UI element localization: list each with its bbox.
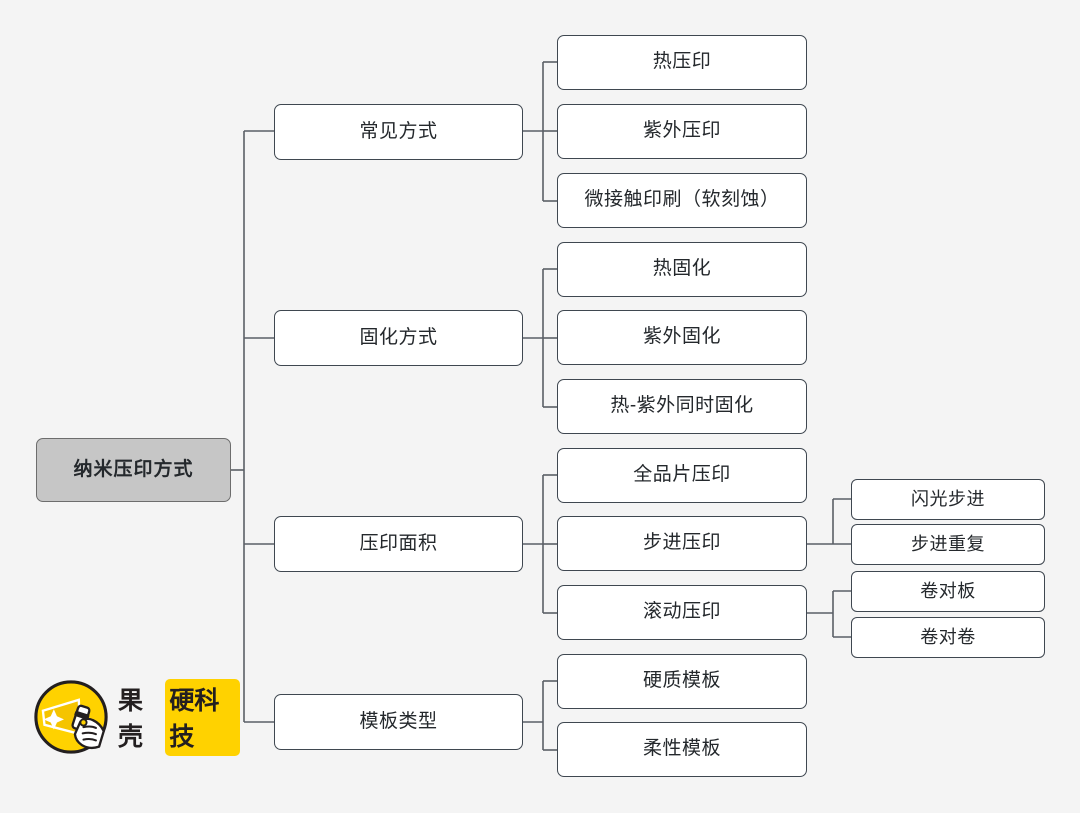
leaf-node-label: 热压印 [652,51,712,73]
leaf-node-thermal-imprint[interactable]: 热压印 [557,35,807,90]
leaf-node-roll-to-roll[interactable]: 卷对卷 [851,617,1045,658]
brand-sub-badge: 硬科技 [165,678,240,756]
leaf-node-label: 柔性模板 [642,738,721,760]
leaf-node-flexible-template[interactable]: 柔性模板 [557,722,807,777]
leaf-node-label: 闪光步进 [911,488,985,509]
leaf-node-thermal-curing[interactable]: 热固化 [557,242,807,297]
branch-node-label: 常见方式 [359,120,438,142]
flashlight-hand-circle-icon [34,680,108,754]
leaf-node-microcontact-printing[interactable]: 微接触印刷（软刻蚀） [557,173,807,228]
leaf-node-label: 微接触印刷（软刻蚀） [584,189,780,211]
brand-name: 果壳 [118,687,144,751]
leaf-node-roll-imprint[interactable]: 滚动压印 [557,585,807,640]
leaf-node-label: 步进重复 [911,533,985,554]
leaf-node-step-imprint[interactable]: 步进压印 [557,516,807,571]
leaf-node-label: 热固化 [652,258,712,280]
leaf-node-rigid-template[interactable]: 硬质模板 [557,654,807,709]
leaf-node-label: 步进压印 [642,532,721,554]
leaf-node-flash-step[interactable]: 闪光步进 [851,479,1045,520]
branch-node-imprint-area[interactable]: 压印面积 [274,516,523,572]
leaf-node-label: 紫外压印 [642,120,721,142]
leaf-node-uv-imprint[interactable]: 紫外压印 [557,104,807,159]
branch-node-template-type[interactable]: 模板类型 [274,694,523,750]
root-node-label: 纳米压印方式 [73,458,194,480]
brand-watermark: 果壳 硬科技 [32,676,240,758]
leaf-node-label: 硬质模板 [642,670,721,692]
branch-node-label: 模板类型 [359,710,438,732]
brand-wordmark: 果壳 硬科技 [118,678,240,756]
leaf-node-roll-to-plate[interactable]: 卷对板 [851,571,1045,612]
leaf-node-uv-curing[interactable]: 紫外固化 [557,310,807,365]
leaf-node-thermal-uv-curing[interactable]: 热-紫外同时固化 [557,379,807,434]
branch-node-label: 压印面积 [359,532,438,554]
leaf-node-label: 卷对卷 [920,626,976,647]
root-node[interactable]: 纳米压印方式 [36,438,231,502]
leaf-node-label: 热-紫外同时固化 [610,395,754,417]
branch-node-common-methods[interactable]: 常见方式 [274,104,523,160]
branch-node-label: 固化方式 [359,326,438,348]
leaf-node-label: 卷对板 [920,580,976,601]
leaf-node-label: 滚动压印 [642,601,721,623]
leaf-node-full-wafer-imprint[interactable]: 全品片压印 [557,448,807,503]
leaf-node-step-and-repeat[interactable]: 步进重复 [851,524,1045,565]
leaf-node-label: 全品片压印 [633,464,731,486]
leaf-node-label: 紫外固化 [642,326,721,348]
branch-node-curing-methods[interactable]: 固化方式 [274,310,523,366]
